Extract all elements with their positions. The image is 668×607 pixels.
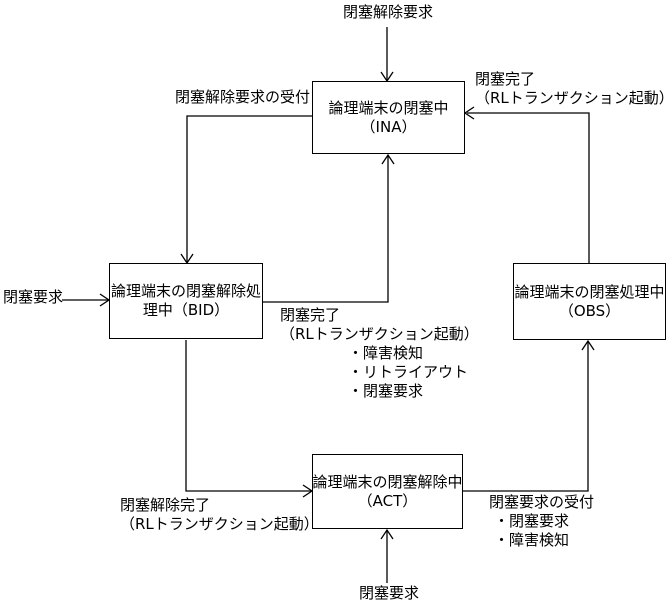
- arrow-ina-to-bid: [180, 115, 312, 265]
- state-node-bid: 論理端末の閉塞解除処 理中（BID）: [109, 263, 263, 339]
- state-name: 論理端末の閉塞中: [328, 98, 449, 117]
- label-bullet-item: ・閉塞要求: [348, 382, 424, 400]
- transition-label-unblock-request-accepted: 閉塞解除要求の受付: [175, 88, 311, 106]
- state-code: （ACT）: [357, 491, 418, 510]
- transition-label-block-complete-bid-to-ina: 閉塞完了 （RLトランザクション起動） ・障害検知 ・リトライアウト ・閉塞要求: [280, 306, 479, 401]
- arrow-line: [463, 342, 589, 492]
- arrowhead-up-icon: [381, 153, 395, 165]
- arrow-block-request-to-act: [380, 528, 394, 583]
- arrow-line: [467, 112, 590, 263]
- transition-label-block-request-bottom: 閉塞要求: [359, 584, 420, 602]
- label-line: （RLトランザクション起動）: [120, 515, 319, 533]
- label-bullet-item: ・リトライアウト: [348, 363, 469, 381]
- transition-label-block-request-accepted: 閉塞要求の受付 ・閉塞要求 ・障害検知: [489, 493, 594, 550]
- transition-label-block-complete-obs-to-ina: 閉塞完了 （RLトランザクション起動）: [475, 70, 668, 108]
- label-line: 閉塞完了: [475, 70, 536, 88]
- state-code: 理中（BID）: [142, 301, 230, 319]
- arrowhead-left-icon: [463, 106, 475, 120]
- transition-label-block-request-left: 閉塞要求: [3, 288, 64, 306]
- state-name: 論理端末の閉塞解除中: [312, 472, 463, 491]
- arrow-unblock-request-to-ina: [380, 27, 394, 83]
- arrowhead-up-icon: [581, 339, 595, 351]
- arrow-obs-to-ina: [463, 106, 590, 263]
- state-code: （OBS）: [558, 301, 621, 320]
- arrow-block-request-to-bid: [62, 293, 111, 307]
- label-bullet-item: ・障害検知: [348, 344, 424, 362]
- arrow-line: [263, 156, 389, 303]
- state-code: （INA）: [360, 117, 417, 136]
- arrow-line: [186, 115, 312, 262]
- label-line: （RLトランザクション起動）: [475, 89, 668, 107]
- arrow-bid-to-ina: [263, 153, 395, 303]
- label-bullet-item: ・閉塞要求: [494, 512, 570, 530]
- state-node-ina: 論理端末の閉塞中 （INA）: [312, 81, 465, 154]
- state-name: 論理端末の閉塞解除処: [110, 282, 261, 300]
- arrow-line: [185, 340, 311, 492]
- state-node-obs: 論理端末の閉塞処理中 （OBS）: [513, 263, 666, 340]
- arrow-act-to-obs: [463, 339, 595, 492]
- label-line: 閉塞要求の受付: [489, 493, 595, 511]
- label-bullet-item: ・障害検知: [494, 531, 570, 549]
- label-line: 閉塞解除完了: [120, 496, 211, 514]
- label-line: 閉塞完了: [280, 306, 341, 324]
- arrowhead-up-icon: [380, 528, 394, 540]
- transition-label-unblock-request: 閉塞解除要求: [343, 3, 434, 21]
- label-line: （RLトランザクション起動）: [280, 325, 479, 343]
- state-name: 論理端末の閉塞処理中: [514, 282, 665, 301]
- transition-label-unblock-complete: 閉塞解除完了 （RLトランザクション起動）: [120, 496, 319, 534]
- state-node-act: 論理端末の閉塞解除中 （ACT）: [312, 454, 463, 529]
